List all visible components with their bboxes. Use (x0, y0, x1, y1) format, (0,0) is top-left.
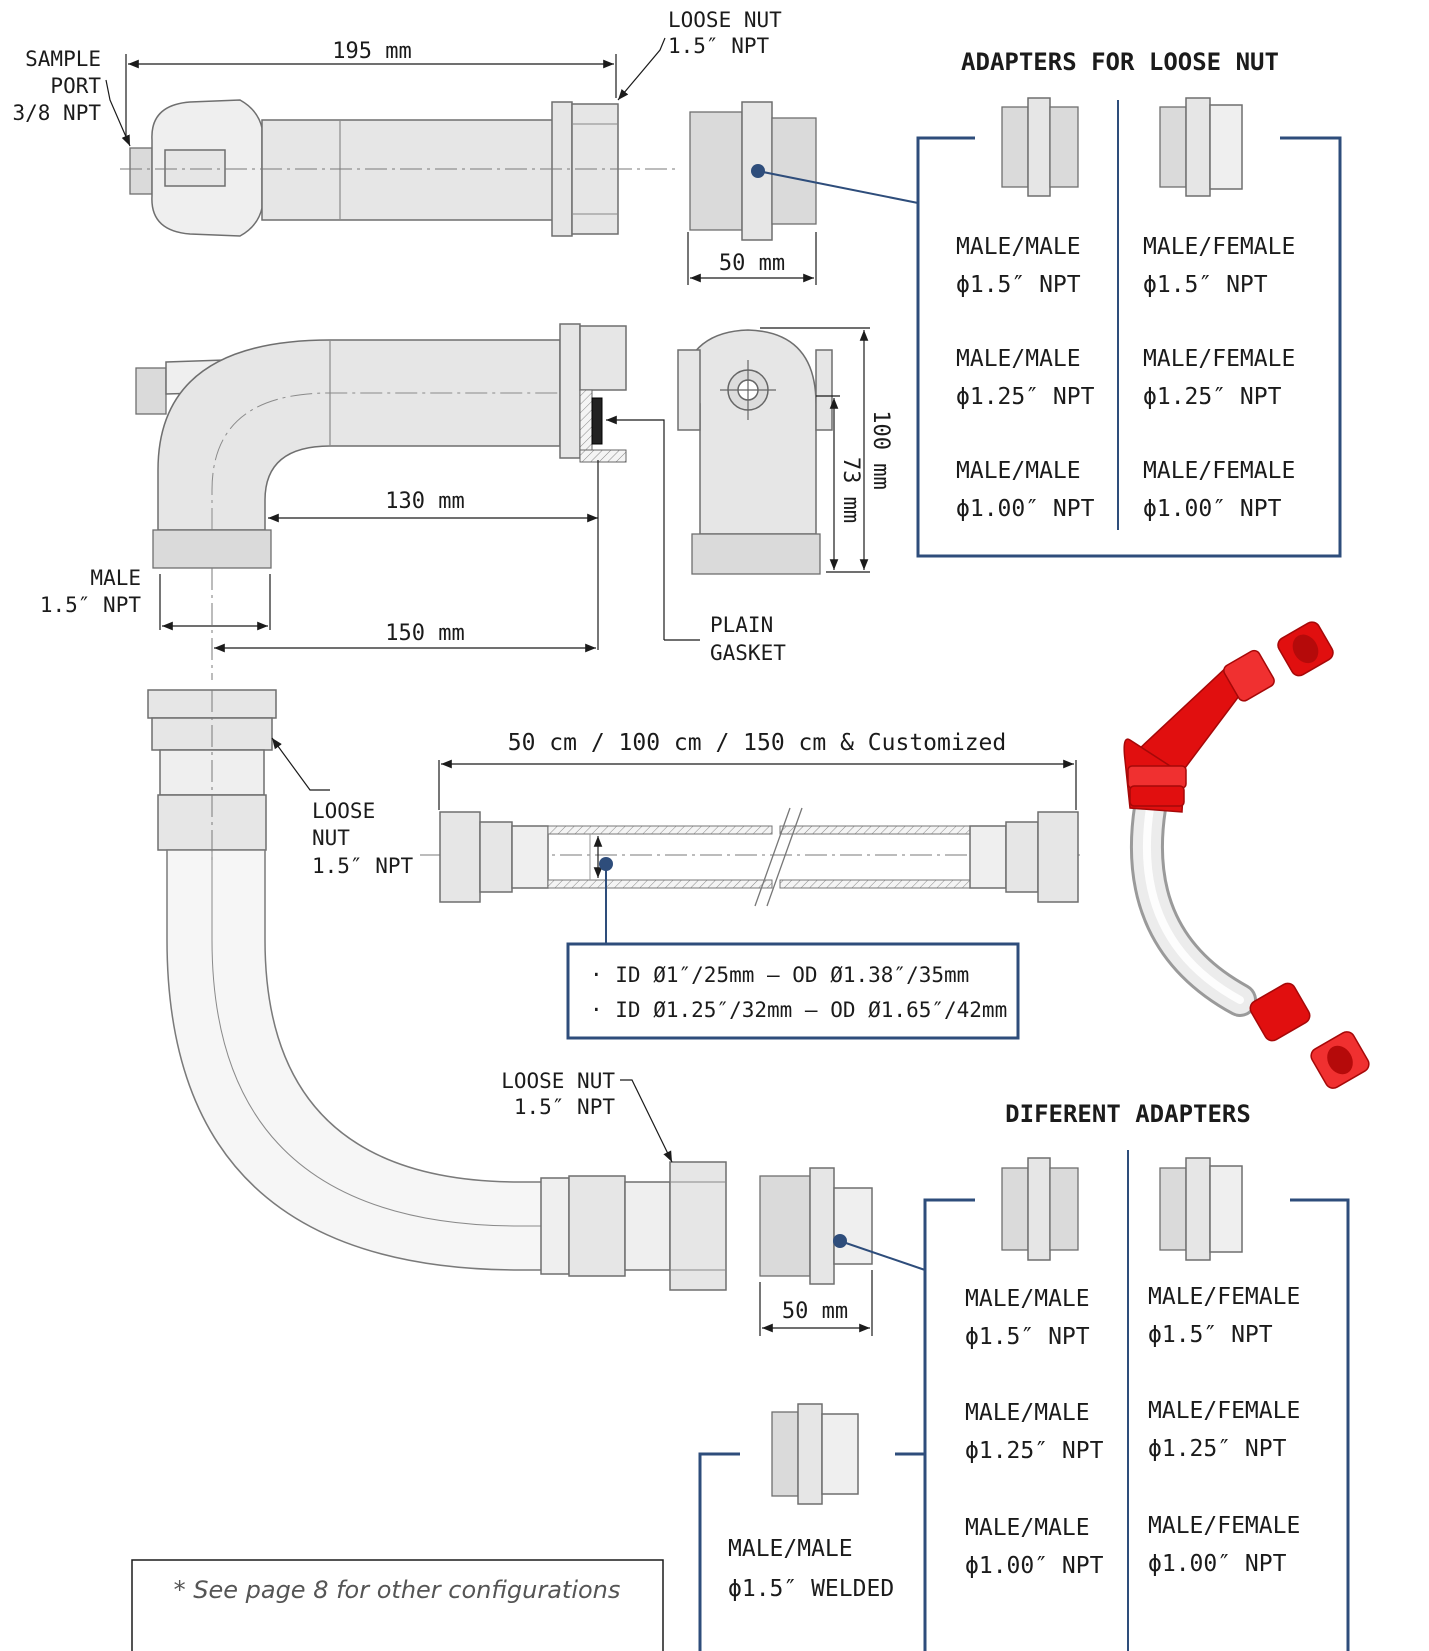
svg-text:1.5″ NPT: 1.5″ NPT (514, 1095, 616, 1119)
svg-text:MALE/MALE: MALE/MALE (965, 1400, 1090, 1426)
svg-text:SAMPLE: SAMPLE (25, 47, 101, 71)
svg-text:LOOSE NUT: LOOSE NUT (668, 8, 782, 32)
hose-length-dimension: 50 cm / 100 cm / 150 cm & Customized (438, 730, 1077, 810)
elbow-side-view (677, 329, 833, 575)
bottom-adapter-leader (839, 1240, 926, 1271)
svg-text:MALE/FEMALE: MALE/FEMALE (1148, 1398, 1300, 1424)
svg-text:ϕ1.5″ NPT: ϕ1.5″ NPT (956, 272, 1081, 298)
svg-text:ϕ1.5″ WELDED: ϕ1.5″ WELDED (728, 1576, 894, 1602)
male-label: MALE 1.5″ NPT (40, 566, 142, 617)
welded-adapter-panel: MALE/MALE ϕ1.5″ WELDED (698, 1403, 925, 1651)
bottom-adapter-dot (833, 1234, 847, 1248)
elbow-assembly (135, 323, 627, 680)
adapters-bottom-panel: DIFERENT ADAPTERS MALE/MALE ϕ1.5″ NPT MA… (923, 1100, 1350, 1651)
adapters-bottom-title: DIFERENT ADAPTERS (1005, 1100, 1251, 1128)
svg-text:1.5″ NPT: 1.5″ NPT (312, 854, 414, 878)
adapters-top-male-male-list: MALE/MALE ϕ1.5″ NPT MALE/MALE ϕ1.25″ NPT… (956, 234, 1095, 522)
top-adapter-dim: 50 mm (719, 251, 785, 276)
svg-text:PORT: PORT (50, 74, 101, 98)
svg-text:ϕ1.00″ NPT: ϕ1.00″ NPT (1148, 1551, 1287, 1577)
svg-text:MALE/FEMALE: MALE/FEMALE (1148, 1284, 1300, 1310)
svg-text:* See page 8 for other configu: * See page 8 for other configurations (174, 1576, 621, 1604)
elbow-dimensions: 130 mm 150 mm 100 mm 73 mm (159, 327, 893, 653)
svg-text:ϕ1.5″ NPT: ϕ1.5″ NPT (1143, 272, 1268, 298)
top-adapter (689, 101, 817, 241)
adapters-bottom-male-male-list: MALE/MALE ϕ1.5″ NPT MALE/MALE ϕ1.25″ NPT… (965, 1286, 1104, 1579)
spec-dot (599, 857, 613, 871)
adapter-male-male-icon (1001, 1157, 1079, 1261)
svg-text:ϕ1.00″ NPT: ϕ1.00″ NPT (1143, 496, 1282, 522)
svg-text:50 mm: 50 mm (782, 1299, 848, 1324)
svg-text:ϕ1.5″ NPT: ϕ1.5″ NPT (965, 1324, 1090, 1350)
hose-assembly (147, 689, 727, 1291)
dim-150: 150 mm (385, 621, 464, 646)
svg-text:ϕ1.00″ NPT: ϕ1.00″ NPT (965, 1553, 1104, 1579)
svg-text:MALE/FEMALE: MALE/FEMALE (1143, 346, 1295, 372)
top-adapter-dot (751, 164, 765, 178)
sample-port-label: SAMPLE PORT 3/8 NPT (12, 47, 101, 125)
adapter-male-female-icon (1159, 97, 1243, 197)
dim-130: 130 mm (385, 489, 464, 514)
hose-spec-box: · ID Ø1″/25mm – OD Ø1.38″/35mm · ID Ø1.2… (566, 942, 1020, 1040)
svg-text:LOOSE NUT: LOOSE NUT (501, 1069, 615, 1093)
top-straight-assembly (120, 99, 680, 237)
svg-text:1.5″ NPT: 1.5″ NPT (40, 593, 142, 617)
svg-text:1.5″ NPT: 1.5″ NPT (668, 34, 770, 58)
svg-text:MALE/MALE: MALE/MALE (956, 346, 1081, 372)
svg-text:MALE/FEMALE: MALE/FEMALE (1143, 458, 1295, 484)
gasket-label: PLAIN GASKET (710, 613, 786, 665)
svg-text:3/8 NPT: 3/8 NPT (12, 101, 101, 125)
svg-text:MALE/MALE: MALE/MALE (965, 1286, 1090, 1312)
svg-text:ϕ1.00″ NPT: ϕ1.00″ NPT (956, 496, 1095, 522)
svg-text:MALE/MALE: MALE/MALE (956, 458, 1081, 484)
hose-loose-nut-bottom-label: LOOSE NUT 1.5″ NPT (501, 1069, 673, 1163)
svg-text:MALE/MALE: MALE/MALE (728, 1536, 853, 1562)
adapter-male-male-icon (1001, 97, 1079, 197)
svg-text:PLAIN: PLAIN (710, 613, 773, 637)
hose-section (420, 807, 1080, 907)
dim-73: 73 mm (838, 457, 863, 523)
svg-text:MALE/MALE: MALE/MALE (956, 234, 1081, 260)
config-note: * See page 8 for other configurations (131, 1559, 664, 1651)
svg-text:MALE/FEMALE: MALE/FEMALE (1148, 1513, 1300, 1539)
hose-3d-render (1123, 621, 1370, 1089)
svg-text:ϕ1.25″ NPT: ϕ1.25″ NPT (956, 384, 1095, 410)
adapters-top-panel: ADAPTERS FOR LOOSE NUT MALE/MALE ϕ1.5″ N… (916, 48, 1342, 558)
svg-text:· ID Ø1.25″/32mm – OD Ø1.65″/4: · ID Ø1.25″/32mm – OD Ø1.65″/42mm (590, 998, 1007, 1022)
svg-text:MALE: MALE (90, 566, 141, 590)
top-loose-nut-label: LOOSE NUT 1.5″ NPT (668, 8, 782, 58)
svg-text:ϕ1.25″ NPT: ϕ1.25″ NPT (1148, 1436, 1287, 1462)
adapter-male-female-icon (1159, 1157, 1243, 1261)
svg-text:MALE/MALE: MALE/MALE (965, 1515, 1090, 1541)
svg-text:· ID Ø1″/25mm – OD Ø1.38″/35mm: · ID Ø1″/25mm – OD Ø1.38″/35mm (590, 963, 969, 987)
top-dimensions: 195 mm 50 mm (105, 37, 817, 285)
svg-text:LOOSE: LOOSE (312, 799, 375, 823)
bottom-adapter-dimension: 50 mm (759, 1270, 873, 1336)
svg-text:ϕ1.25″ NPT: ϕ1.25″ NPT (1143, 384, 1282, 410)
svg-text:MALE/FEMALE: MALE/FEMALE (1143, 234, 1295, 260)
dim-100: 100 mm (868, 410, 893, 489)
hose-length-label: 50 cm / 100 cm / 150 cm & Customized (508, 730, 1007, 756)
svg-text:GASKET: GASKET (710, 641, 786, 665)
adapters-top-male-female-list: MALE/FEMALE ϕ1.5″ NPT MALE/FEMALE ϕ1.25″… (1143, 234, 1295, 522)
svg-text:ϕ1.25″ NPT: ϕ1.25″ NPT (965, 1438, 1104, 1464)
adapters-bottom-male-female-list: MALE/FEMALE ϕ1.5″ NPT MALE/FEMALE ϕ1.25″… (1148, 1284, 1300, 1577)
adapters-top-title: ADAPTERS FOR LOOSE NUT (961, 48, 1279, 76)
hose-loose-nut-left-label: LOOSE NUT 1.5″ NPT (271, 737, 414, 878)
hose-bottom-adapter (759, 1167, 873, 1285)
adapter-welded-icon (771, 1403, 859, 1505)
svg-text:ϕ1.5″ NPT: ϕ1.5″ NPT (1148, 1322, 1273, 1348)
top-length-dim: 195 mm (332, 39, 411, 64)
top-adapter-leader (757, 170, 919, 204)
svg-text:NUT: NUT (312, 826, 350, 850)
